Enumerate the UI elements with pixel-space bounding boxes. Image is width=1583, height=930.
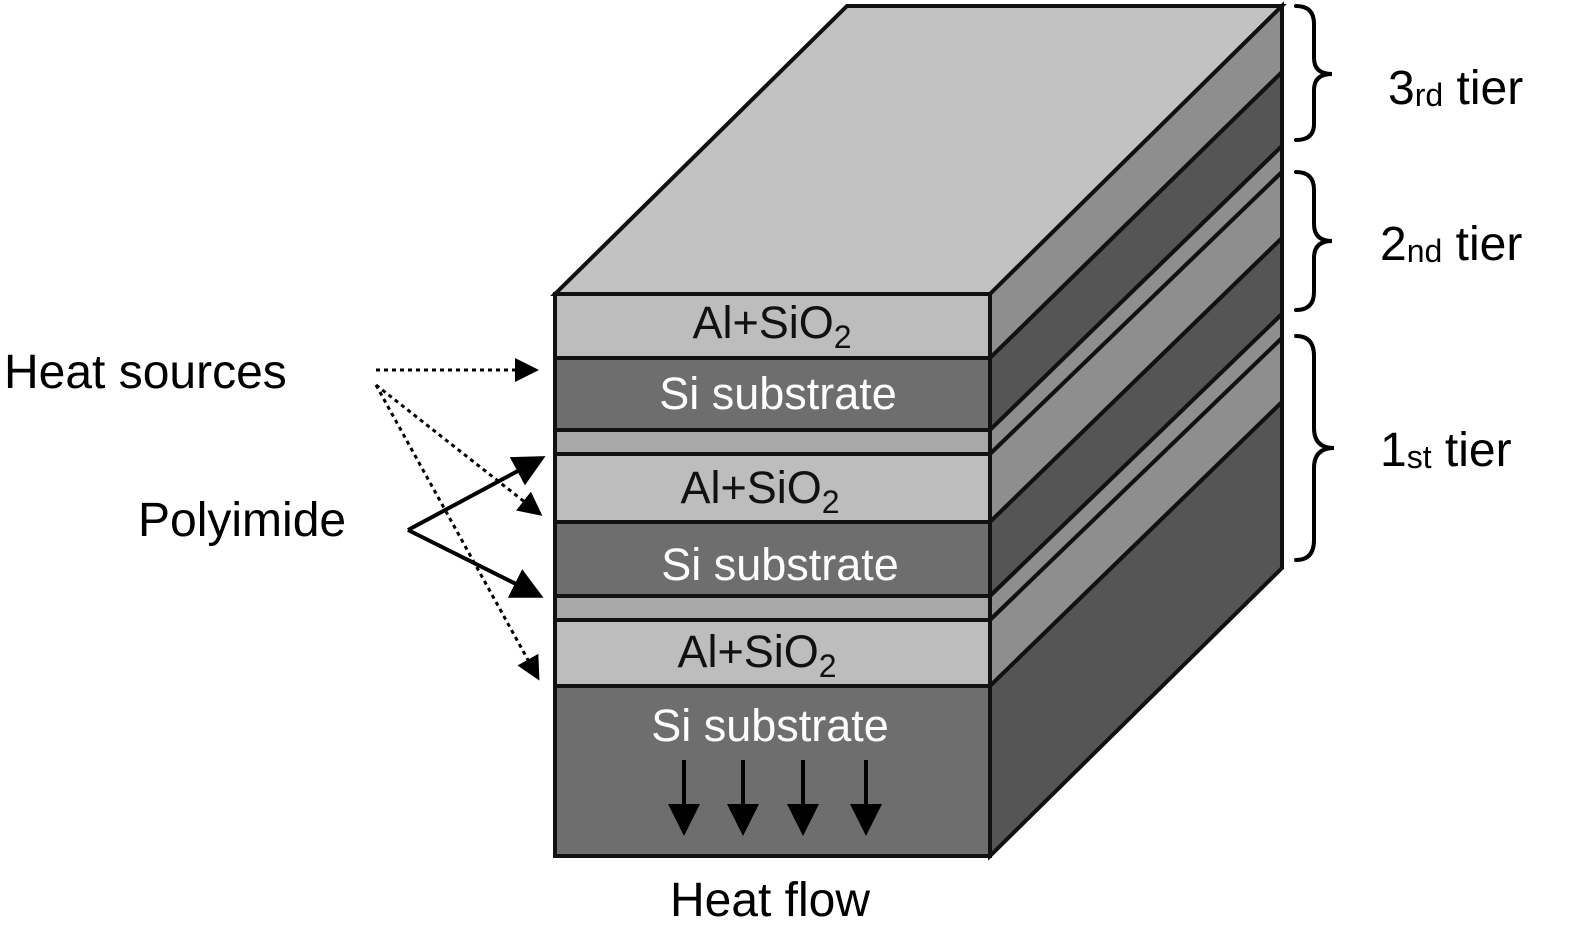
layer-polyimide-upper [553, 428, 992, 456]
layer-si-substrate-tier1 [553, 684, 992, 858]
polyimide-arrow-upper [407, 456, 546, 532]
polyimide-arrows [407, 456, 546, 598]
polyimide-arrow-lower [407, 528, 544, 598]
label-al-sio2-tier2: Al+SiO2 [680, 462, 839, 520]
label-si-substrate-tier3: Si substrate [659, 368, 897, 419]
label-al-sio2-tier1: Al+SiO2 [677, 626, 836, 684]
label-polyimide: Polyimide [138, 494, 346, 547]
label-tier2: 2nd tier [1380, 218, 1522, 271]
stack-side-face [988, 1, 1284, 861]
label-heat-flow: Heat flow [670, 874, 870, 927]
label-al-sio2-tier3: Al+SiO2 [692, 297, 851, 355]
brace-tier3 [1294, 4, 1333, 142]
label-heat-sources: Heat sources [4, 346, 287, 399]
brace-tier1 [1294, 334, 1335, 562]
heat-source-arrow-tier1 [374, 384, 540, 681]
heat-flow-arrows [668, 760, 882, 836]
brace-tier2 [1294, 170, 1333, 312]
side-si-substrate-tier1 [988, 397, 1284, 861]
label-tier3: 3rd tier [1388, 62, 1523, 115]
layer-al-sio2-tier2 [553, 452, 992, 524]
label-tier1: 1st tier [1380, 424, 1512, 477]
label-si-substrate-tier1: Si substrate [651, 700, 889, 751]
label-si-substrate-tier2: Si substrate [661, 539, 899, 590]
layer-polyimide-lower [553, 594, 992, 622]
tier-braces [1294, 4, 1335, 562]
heat-source-arrow-tier2 [375, 383, 543, 516]
layer-al-sio2-tier1 [553, 618, 992, 688]
heat-source-arrows [374, 358, 543, 681]
